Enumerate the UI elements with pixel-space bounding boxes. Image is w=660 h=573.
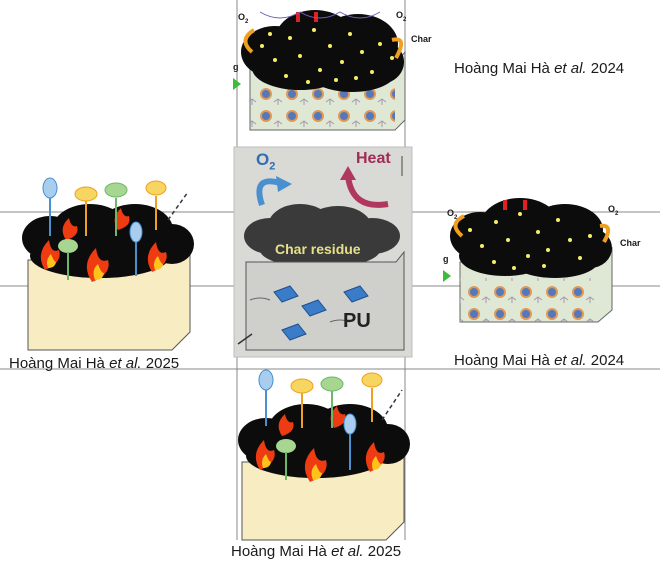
pu-label: PU	[343, 310, 371, 332]
right-o2-right-label: O2	[608, 204, 619, 217]
top-side-letter: g	[233, 62, 239, 72]
top-o2-left-label: O2	[238, 12, 249, 25]
gas-release	[42, 177, 167, 280]
caption-mid-right: Hoàng Mai Hà et al. 2024	[454, 352, 625, 369]
heat-label: Heat	[356, 150, 391, 167]
char-dots	[260, 28, 394, 84]
filler-squares	[273, 285, 369, 341]
caption-mid-left: Hoàng Mai Hà et al. 2025	[9, 355, 180, 372]
green-marker	[443, 270, 451, 282]
char-residue-cloud	[244, 204, 400, 268]
top-o2-right-label: O2	[396, 10, 407, 23]
flames	[40, 208, 167, 282]
o2-label: O2	[256, 150, 276, 173]
right-side-letter: g	[443, 254, 449, 264]
char-residue-label: Char residue	[275, 241, 361, 257]
green-marker	[233, 78, 241, 90]
caption-bottom-center: Hoàng Mai Hà et al. 2025	[231, 543, 402, 560]
right-char-label: Char	[620, 238, 641, 248]
top-char-label: Char	[411, 34, 432, 44]
caption-top-right: Hoàng Mai Hà et al. 2024	[454, 60, 625, 77]
heat-arrow-icon	[345, 175, 389, 208]
o2-arrow-icon	[256, 178, 281, 206]
right-o2-left-label: O2	[447, 208, 458, 221]
char-cloud	[241, 10, 404, 92]
